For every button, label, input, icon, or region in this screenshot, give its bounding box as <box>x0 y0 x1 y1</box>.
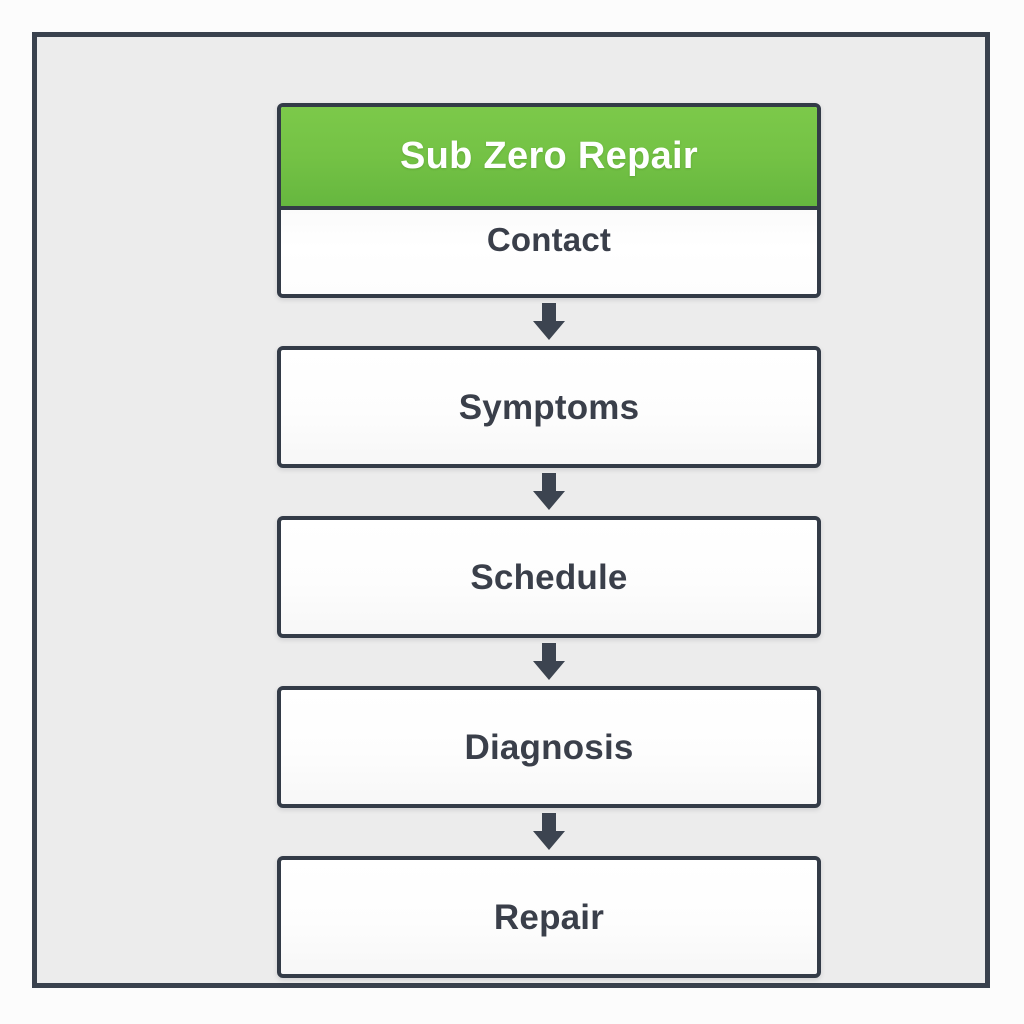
flow-node-label-diagnosis: Diagnosis <box>464 727 634 767</box>
connector-schedule-to-diagnosis <box>277 638 821 686</box>
arrow-down-icon <box>533 643 565 680</box>
connector-symptoms-to-schedule <box>277 468 821 516</box>
flow-node-label-contact: Contact <box>486 221 612 258</box>
flow-node-label-symptoms: Symptoms <box>458 387 640 427</box>
flow-node-symptoms[interactable]: Symptoms <box>277 346 821 468</box>
arrow-down-icon <box>533 473 565 510</box>
flow-node-schedule[interactable]: Schedule <box>277 516 821 638</box>
connector-diagnosis-to-repair <box>277 808 821 856</box>
flow-node-diagnosis[interactable]: Diagnosis <box>277 686 821 808</box>
connector-contact-to-symptoms <box>277 298 821 346</box>
header-banner: Sub Zero Repair <box>281 107 817 210</box>
flowchart-column: Sub Zero Repair Contact Symptoms <box>277 103 821 978</box>
flow-node-label-repair: Repair <box>493 897 605 937</box>
arrow-down-icon <box>533 303 565 340</box>
header-title: Sub Zero Repair <box>400 135 698 177</box>
flow-node-repair[interactable]: Repair <box>277 856 821 978</box>
flow-node-contact[interactable]: Contact <box>281 210 817 294</box>
flow-node-header[interactable]: Sub Zero Repair Contact <box>277 103 821 298</box>
diagram-frame: Sub Zero Repair Contact Symptoms <box>32 32 990 988</box>
arrow-down-icon <box>533 813 565 850</box>
flow-node-label-schedule: Schedule <box>470 557 628 597</box>
